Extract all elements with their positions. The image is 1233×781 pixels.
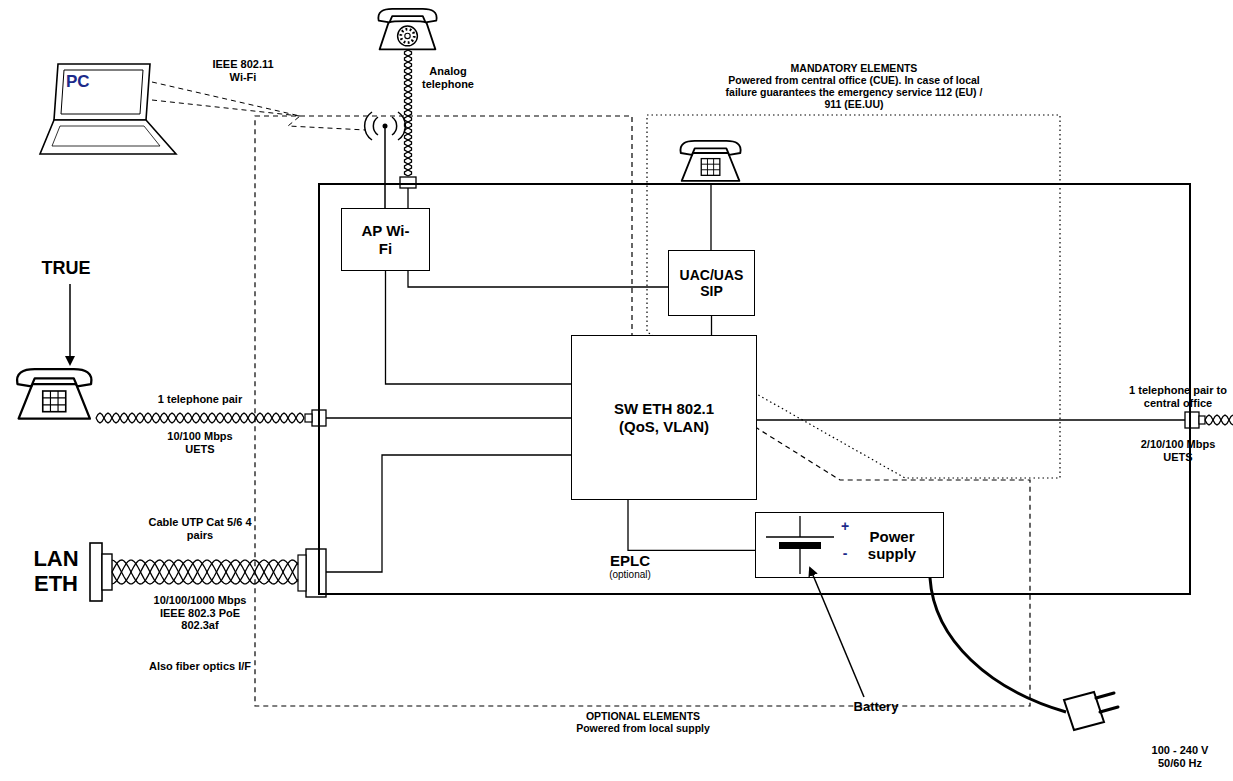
lan-plug-neck — [102, 554, 112, 590]
lan-plug — [90, 543, 102, 601]
pointer-arrow — [69, 284, 71, 364]
node-title: SW ETH 802.1 (QoS, VLAN) — [608, 400, 720, 435]
label-slot: Cable UTP Cat 5/6 4 pairs — [143, 516, 257, 541]
cable-strand — [96, 413, 304, 423]
cable-label: LAN ETH — [28, 546, 84, 597]
uplink-port-stub — [1199, 416, 1205, 424]
text-area: OPTIONAL ELEMENTSPowered from local supp… — [253, 710, 1033, 738]
label-slot: TRUE — [26, 258, 106, 279]
label-slot: - — [837, 545, 853, 561]
analog-telephone — [378, 9, 436, 50]
label-slot: + — [837, 518, 853, 534]
node-title: Power supply — [860, 528, 924, 563]
eplc-housing: EPLC(optional) AP Wi-FiUAC/UAS SIP SW ETH … — [318, 183, 1191, 595]
node-subtitle: Powered from central office (CUE). In ca… — [723, 74, 985, 110]
cable-label: 10/100/1000 Mbps IEEE 802.3 PoE 802.3af — [144, 594, 256, 632]
cable-label: Analog telephone — [415, 65, 481, 90]
text-area: UAC/UAS SIP — [669, 251, 754, 315]
text-area: EPLC(optional) — [582, 547, 678, 585]
text-area: AP Wi-Fi — [342, 209, 429, 270]
twisted-cables — [96, 50, 1233, 584]
remote-port-stub — [305, 414, 312, 422]
cable-label: Cable UTP Cat 5/6 4 pairs — [143, 516, 257, 541]
text-area: MANDATORY ELEMENTSPowered from central o… — [645, 62, 1063, 114]
antenna-mast — [384, 128, 386, 208]
cable-label: 100 - 240 V 50/60 Hz — [1139, 744, 1221, 769]
node-subtitle: (optional) — [609, 569, 651, 581]
label-slot: 10/100/1000 Mbps IEEE 802.3 PoE 802.3af — [144, 594, 256, 632]
text-area: Power supply — [844, 517, 940, 573]
antenna-tip — [383, 124, 388, 129]
cable-label: Battery — [854, 700, 899, 715]
label-slot: IEEE 802.11 Wi-Fi — [205, 58, 281, 83]
node-title: PC — [66, 72, 90, 92]
battery-plate-positive — [766, 536, 834, 538]
power-supply-box: Power supply — [755, 512, 944, 578]
label-slot: Battery — [836, 700, 916, 715]
node-title: EPLC — [610, 552, 650, 569]
ethernet-switch-box: SW ETH 802.1 (QoS, VLAN) — [571, 335, 757, 500]
cable-strand — [96, 413, 304, 423]
battery-plate-negative — [779, 542, 821, 549]
cable-strand — [1205, 415, 1233, 425]
laptop-pc-outline — [38, 62, 178, 158]
remote-telephone — [17, 369, 91, 418]
sip-agent-box: UAC/UAS SIP — [668, 250, 755, 316]
node-title: OPTIONAL ELEMENTS — [586, 710, 700, 722]
node-title: UAC/UAS SIP — [676, 267, 748, 299]
node-title: AP Wi-Fi — [358, 222, 414, 257]
cable-label: IEEE 802.11 Wi-Fi — [205, 58, 281, 83]
label-slot: 1 telephone pair to central office — [1125, 384, 1231, 409]
wireless-link — [152, 82, 366, 130]
connector-line — [628, 500, 755, 550]
plug-prongs — [1096, 693, 1118, 712]
label-slot: 100 - 240 V 50/60 Hz — [1139, 744, 1221, 769]
cable-label: 10/100 Mbps UETS — [162, 430, 238, 455]
text-area: PC — [66, 72, 116, 98]
remote-port-wire — [326, 417, 571, 418]
cable-label: 1 telephone pair to central office — [1125, 384, 1231, 409]
node-title: MANDATORY ELEMENTS — [791, 62, 918, 74]
cable-strand — [1205, 415, 1233, 425]
cable-label: 2/10/100 Mbps UETS — [1133, 438, 1223, 463]
cable-label: + — [841, 518, 849, 534]
cable-strand — [112, 560, 298, 584]
cable-label: TRUE — [42, 258, 91, 279]
node-subtitle: Powered from local supply — [576, 722, 710, 734]
cable-strand — [112, 560, 298, 584]
cable-strand — [112, 560, 298, 584]
label-slot: LAN ETH — [28, 546, 84, 597]
cable-strand — [405, 50, 412, 176]
lan-port-wire — [326, 455, 571, 572]
label-slot: Analog telephone — [415, 65, 481, 90]
uplink-port-wire — [757, 419, 1185, 420]
cable-label: Also fiber optics I/F — [149, 660, 251, 673]
battery-lead — [799, 549, 800, 574]
label-slot: 10/100 Mbps UETS — [162, 430, 238, 455]
access-point-box: AP Wi-Fi — [341, 208, 430, 271]
uplink-port — [1185, 412, 1199, 428]
mandatory-telephone — [680, 141, 740, 181]
laptop-pc: PC — [38, 62, 178, 158]
cable-label: 1 telephone pair — [158, 393, 242, 406]
phone-wire — [710, 183, 711, 250]
battery-pointer — [810, 568, 864, 697]
label-slot: 1 telephone pair — [140, 393, 260, 406]
label-slot: 2/10/100 Mbps UETS — [1133, 438, 1223, 463]
text-area: SW ETH 802.1 (QoS, VLAN) — [572, 336, 756, 499]
label-slot: Also fiber optics I/F — [115, 660, 285, 673]
battery-lead — [799, 516, 800, 537]
lan-port — [306, 549, 326, 597]
cable-strand — [112, 560, 298, 584]
cable-label: - — [843, 545, 848, 561]
cable-strand — [405, 50, 412, 176]
analog-line-wire — [408, 188, 668, 287]
lan-port-stub — [298, 555, 306, 591]
connector-line — [386, 271, 572, 384]
connector-line — [711, 316, 712, 335]
wireless-link — [152, 100, 300, 116]
mains-cord — [930, 578, 1066, 712]
